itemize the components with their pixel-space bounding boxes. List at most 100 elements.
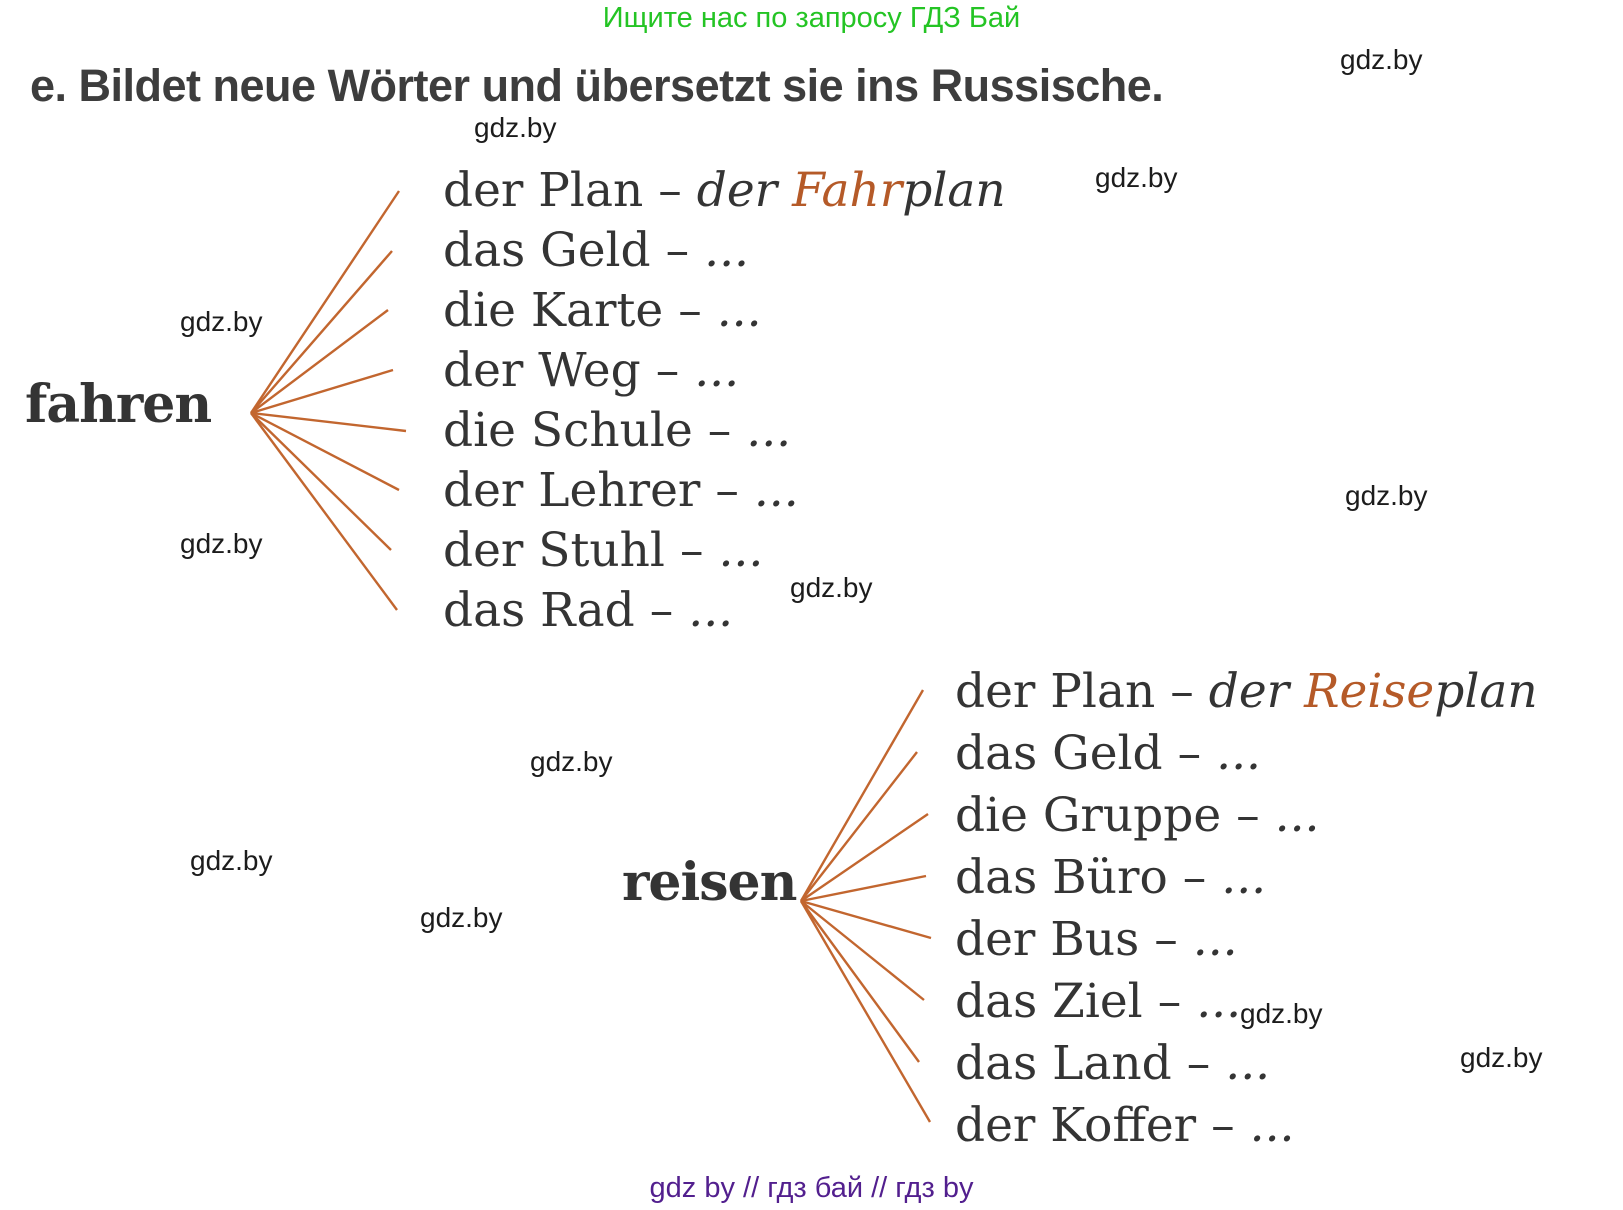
answer-pre: der — [1208, 663, 1305, 719]
answer-word: ... — [1193, 912, 1238, 967]
dash: – — [1182, 849, 1207, 905]
connector-line — [250, 190, 400, 414]
watermark: gdz.by — [790, 572, 873, 603]
dash: – — [658, 162, 682, 218]
connector-line — [250, 412, 398, 611]
word-pair-row: das Geld–... — [955, 722, 1538, 784]
word-pair-row: die Gruppe–... — [955, 784, 1538, 846]
answer-word: ... — [1275, 788, 1320, 843]
connector-line — [800, 900, 925, 1001]
dash: – — [649, 582, 674, 638]
connector-line — [800, 900, 920, 1063]
answer-pre: ... — [753, 462, 799, 518]
connector-line — [250, 411, 407, 433]
answer-pre: ... — [1221, 849, 1267, 905]
watermark: gdz.by — [1340, 44, 1423, 75]
dash: – — [679, 522, 704, 578]
answer-word: ... — [754, 463, 799, 518]
answer-pre: ... — [1274, 787, 1320, 843]
connector-line — [800, 813, 929, 902]
word-pair-row: das Büro–... — [955, 846, 1538, 908]
base-word: der Stuhl — [443, 522, 665, 578]
watermark: gdz.by — [1460, 1042, 1543, 1073]
base-word: der Lehrer — [443, 462, 701, 518]
dash: – — [1236, 787, 1260, 843]
base-word: der Plan — [443, 162, 644, 218]
base-word: das Ziel — [955, 973, 1143, 1029]
word-pair-row: das Ziel–... — [955, 970, 1538, 1032]
dash: – — [715, 462, 739, 518]
base-word: der Bus — [955, 911, 1140, 967]
answer-post: plan — [902, 162, 1006, 218]
connector-line — [250, 411, 400, 492]
answer-pre: ... — [1249, 1097, 1295, 1153]
dash: – — [707, 402, 732, 458]
base-word: die Schule — [443, 402, 693, 458]
watermark: gdz.by — [1345, 480, 1428, 511]
answer-pre: ... — [718, 522, 764, 578]
answer-word: ... — [1216, 726, 1261, 781]
connector-line — [799, 900, 932, 1123]
base-word: das Büro — [955, 849, 1168, 905]
answer-word: der Fahrplan — [697, 163, 1006, 218]
connector-line — [800, 899, 932, 940]
word-pair-row: die Karte–... — [443, 280, 1006, 340]
root-word-fahren: fahren — [25, 374, 212, 435]
watermark: gdz.by — [180, 306, 263, 337]
word-pair-row: das Rad–... — [443, 580, 1006, 640]
word-list-fahren: der Plan–der Fahrplan das Geld–... die K… — [443, 160, 1006, 640]
answer-highlight: Reise — [1304, 663, 1435, 719]
connector-line — [800, 751, 918, 902]
page-title: e. Bildet neue Wörter und übersetzt sie … — [30, 60, 1164, 111]
connector-line — [250, 412, 392, 551]
base-word: das Rad — [443, 582, 635, 638]
base-word: der Weg — [443, 342, 641, 398]
answer-word: ... — [704, 223, 749, 278]
base-word: der Koffer — [955, 1097, 1197, 1153]
watermark: gdz.by — [420, 902, 503, 933]
word-pair-row: der Koffer–... — [955, 1094, 1538, 1156]
watermark: gdz.by — [190, 845, 273, 876]
answer-highlight: Fahr — [792, 162, 903, 218]
promo-banner: Ищите нас по запросу ГДЗ Бай — [602, 2, 1021, 34]
connector-line — [799, 689, 925, 902]
answer-pre: ... — [746, 402, 792, 458]
word-pair-row: der Weg–... — [443, 340, 1006, 400]
answer-post: plan — [1434, 663, 1538, 719]
answer-pre: ... — [716, 282, 762, 338]
watermark: gdz.by — [180, 528, 263, 559]
connector-line — [250, 250, 393, 414]
watermark: gdz.by — [474, 112, 557, 143]
base-word: das Land — [955, 1035, 1172, 1091]
answer-word: ... — [694, 343, 739, 398]
dash: – — [678, 282, 702, 338]
word-pair-row: der Lehrer–... — [443, 460, 1006, 520]
word-pair-row: der Bus–... — [955, 908, 1538, 970]
word-pair-row: das Land–... — [955, 1032, 1538, 1094]
root-word-reisen: reisen — [622, 852, 797, 913]
answer-word: der Reiseplan — [1209, 664, 1538, 719]
answer-word: ... — [746, 403, 791, 458]
word-pair-row: der Stuhl–... — [443, 520, 1006, 580]
answer-pre: ... — [1216, 725, 1261, 781]
dash: – — [665, 222, 690, 278]
dash: – — [1170, 663, 1194, 719]
watermark: gdz.by — [1240, 998, 1323, 1029]
answer-pre: ... — [1196, 973, 1242, 1029]
footer-watermark: gdz by // гдз бай // гдз by — [649, 1172, 974, 1204]
answer-pre: ... — [688, 582, 734, 638]
answer-pre: ... — [1225, 1035, 1271, 1091]
answer-word: ... — [718, 523, 763, 578]
base-word: das Geld — [955, 725, 1163, 781]
base-word: das Geld — [443, 222, 651, 278]
dash: – — [1177, 725, 1202, 781]
word-pair-row: der Plan–der Fahrplan — [443, 160, 1006, 220]
answer-word: ... — [1225, 1036, 1270, 1091]
word-list-reisen: der Plan–der Reiseplan das Geld–... die … — [955, 660, 1538, 1156]
base-word: die Gruppe — [955, 787, 1222, 843]
dash: – — [1211, 1097, 1235, 1153]
connector-line — [250, 368, 394, 415]
dash: – — [1157, 973, 1182, 1029]
answer-word: ... — [1250, 1098, 1295, 1153]
